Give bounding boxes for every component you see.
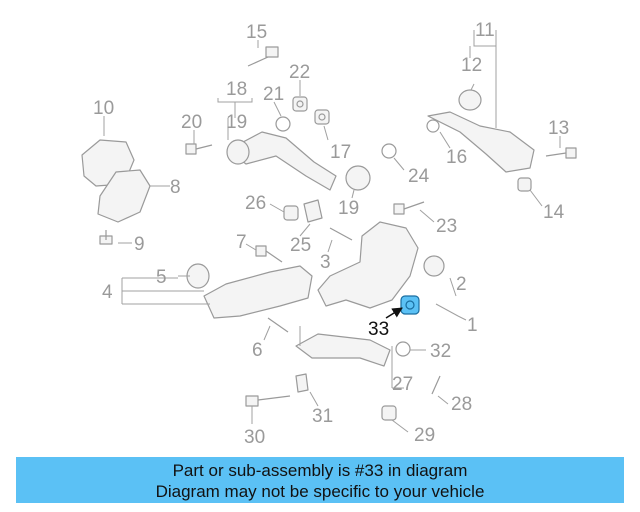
callout-6: 6 [252,340,263,361]
bushing-2-part [423,255,445,277]
link-27-part [295,333,391,367]
callout-15: 15 [246,22,267,43]
bolt-23-part [393,201,425,215]
bracket-8-part [97,169,151,223]
callout-20: 20 [181,112,202,133]
bolt-30-part [245,395,291,407]
callout-16: 16 [446,147,467,168]
bolt-3-part [329,227,353,241]
nut-33-part [400,295,420,315]
banner-line-2: Diagram may not be specific to your vehi… [155,482,485,501]
bolt-7-part [255,245,283,263]
callout-21: 21 [263,84,284,105]
callout-2: 2 [456,274,467,295]
callout-12: 12 [461,55,482,76]
callout-31: 31 [312,406,333,427]
bolt-28-part [431,375,441,395]
callout-10: 10 [93,98,114,119]
callout-25: 25 [290,235,311,256]
clip-31-part [295,373,309,393]
upper-arm-18-part [226,131,371,191]
callout-24: 24 [408,166,430,187]
callout-8: 8 [170,177,181,198]
callout-32: 32 [430,341,451,362]
lower-arm-11-part [427,89,535,173]
callout-3: 3 [320,252,331,273]
knuckle-1-part [317,221,419,309]
trailing-arm-4-part [186,263,313,319]
washer-21-part [275,116,291,132]
callout-22: 22 [289,62,310,83]
callout-19a: 19 [226,112,247,133]
callout-4: 4 [102,282,113,303]
nut-29-part [381,405,397,421]
bolt-6-part [267,317,289,333]
callout-33: 33 [368,319,389,340]
washer-24-part [381,143,397,159]
callout-18: 18 [226,79,247,100]
clip-25-part [303,199,323,223]
callout-17: 17 [330,142,351,163]
callout-9: 9 [134,234,145,255]
callout-28: 28 [451,394,472,415]
parts-diagram: 15 22 21 18 19 17 19 20 10 8 9 11 12 16 … [81,20,577,448]
leader-lines [103,30,561,433]
bolt-9-part [99,230,113,245]
callout-23: 23 [436,216,457,237]
callout-7: 7 [236,232,247,253]
callout-13: 13 [548,118,569,139]
callout-5: 5 [156,267,167,288]
washer-32-part [395,341,411,357]
info-banner: Part or sub-assembly is #33 in diagram D… [16,457,624,503]
callout-27: 27 [392,374,413,395]
bolt-15-part [247,46,279,67]
callout-1: 1 [467,315,478,336]
washer-16-part [426,119,440,133]
callout-14: 14 [543,202,565,223]
bolt-13-part [545,147,577,159]
callout-33-arrow [385,307,403,319]
nut-22-part [292,96,308,112]
callout-19b: 19 [338,198,359,219]
bolt-20-part [185,143,213,155]
callout-29: 29 [414,425,435,446]
nut-26-part [283,205,299,221]
callout-11: 11 [475,20,495,41]
nut-14-part [517,177,532,192]
banner-line-1: Part or sub-assembly is #33 in diagram [172,461,468,480]
nut-17-part [314,109,330,125]
callout-26: 26 [245,193,266,214]
callout-30: 30 [244,427,265,448]
